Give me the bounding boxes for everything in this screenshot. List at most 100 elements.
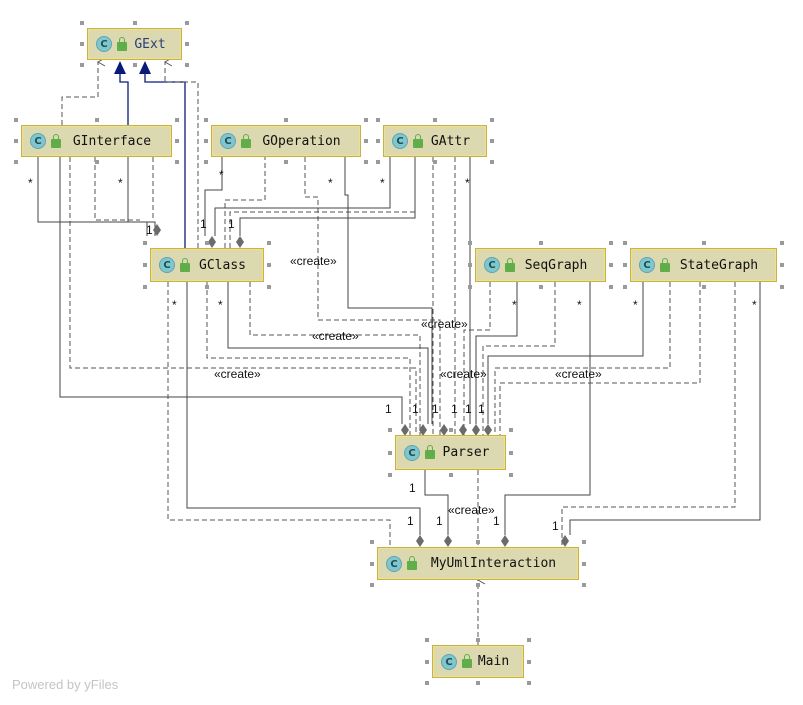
resize-handle[interactable] [476,583,480,587]
resize-handle[interactable] [538,285,543,289]
resize-handle[interactable] [14,139,18,143]
inheritance-edges [119,68,186,248]
class-node-parser[interactable]: C Parser [395,435,506,470]
resize-handle[interactable] [448,473,453,477]
resize-handle[interactable] [175,160,179,164]
arrowhead-icon [139,61,151,74]
watermark: Powered by yFiles [12,677,119,692]
class-node-stategraph[interactable]: C StateGraph [630,248,777,282]
resize-handle[interactable] [582,540,586,544]
class-node-ginterface[interactable]: C GInterface [21,125,172,157]
resize-handle[interactable] [433,160,437,164]
resize-handle[interactable] [185,63,189,67]
resize-handle[interactable] [509,473,513,477]
resize-handle[interactable] [425,681,429,685]
resize-handle[interactable] [388,428,392,432]
class-node-main[interactable]: C Main [432,645,524,678]
resize-handle[interactable] [376,118,380,122]
resize-handle[interactable] [14,118,18,122]
class-node-gclass[interactable]: C GClass [150,248,264,282]
resize-handle[interactable] [425,659,429,664]
class-node-gext[interactable]: C GExt [87,28,182,60]
resize-handle[interactable] [370,583,374,587]
resize-handle[interactable] [468,285,472,289]
resize-handle[interactable] [143,285,147,289]
resize-handle[interactable] [476,540,480,544]
resize-handle[interactable] [701,285,706,289]
resize-handle[interactable] [175,118,179,122]
resize-handle[interactable] [448,428,453,432]
resize-handle[interactable] [476,638,480,642]
resize-handle[interactable] [143,263,147,267]
resize-handle[interactable] [80,42,84,46]
resize-handle[interactable] [490,139,494,143]
resize-handle[interactable] [14,160,18,164]
resize-handle[interactable] [80,63,84,67]
resize-handle[interactable] [376,139,380,143]
resize-handle[interactable] [780,241,784,245]
resize-handle[interactable] [388,473,392,477]
resize-handle[interactable] [94,160,99,164]
class-name: GAttr [430,133,471,149]
resize-handle[interactable] [388,450,392,455]
resize-handle[interactable] [267,263,271,267]
resize-handle[interactable] [527,659,531,664]
resize-handle[interactable] [370,540,374,544]
resize-handle[interactable] [433,118,437,122]
resize-handle[interactable] [509,450,513,455]
resize-handle[interactable] [527,638,531,642]
resize-handle[interactable] [205,241,209,245]
resize-handle[interactable] [780,263,784,267]
association-edges [37,157,761,535]
resize-handle[interactable] [701,241,706,245]
resize-handle[interactable] [538,241,543,245]
resize-handle[interactable] [267,241,271,245]
class-name: GExt [134,36,166,52]
mult-label: * [218,298,223,312]
resize-handle[interactable] [476,681,480,685]
resize-handle[interactable] [582,561,586,566]
create-label: «create» [312,329,359,343]
resize-handle[interactable] [582,583,586,587]
class-node-gattr[interactable]: C GAttr [383,125,487,157]
resize-handle[interactable] [609,241,613,245]
resize-handle[interactable] [267,285,271,289]
lock-icon [462,654,472,668]
resize-handle[interactable] [509,428,513,432]
resize-handle[interactable] [623,285,627,289]
resize-handle[interactable] [609,285,613,289]
class-node-goperation[interactable]: C GOperation [211,125,361,157]
resize-handle[interactable] [132,21,137,25]
resize-handle[interactable] [175,139,179,143]
diamond-icon [459,424,467,436]
resize-handle[interactable] [185,21,189,25]
resize-handle[interactable] [376,160,380,164]
resize-handle[interactable] [425,638,429,642]
resize-handle[interactable] [205,285,209,289]
resize-handle[interactable] [490,118,494,122]
resize-handle[interactable] [364,160,368,164]
resize-handle[interactable] [94,118,99,122]
resize-handle[interactable] [364,139,368,143]
resize-handle[interactable] [623,263,627,267]
resize-handle[interactable] [204,160,208,164]
resize-handle[interactable] [780,285,784,289]
class-node-myumlinteraction[interactable]: C MyUmlInteraction [377,547,579,580]
resize-handle[interactable] [204,118,208,122]
resize-handle[interactable] [527,681,531,685]
resize-handle[interactable] [284,160,288,164]
class-node-seqgraph[interactable]: C SeqGraph [475,248,606,282]
resize-handle[interactable] [609,263,613,267]
resize-handle[interactable] [132,63,137,67]
resize-handle[interactable] [370,561,374,566]
resize-handle[interactable] [204,139,208,143]
resize-handle[interactable] [80,21,84,25]
resize-handle[interactable] [284,118,288,122]
resize-handle[interactable] [364,118,368,122]
resize-handle[interactable] [623,241,627,245]
resize-handle[interactable] [468,241,472,245]
resize-handle[interactable] [143,241,147,245]
resize-handle[interactable] [185,42,189,46]
resize-handle[interactable] [468,263,472,267]
resize-handle[interactable] [490,160,494,164]
